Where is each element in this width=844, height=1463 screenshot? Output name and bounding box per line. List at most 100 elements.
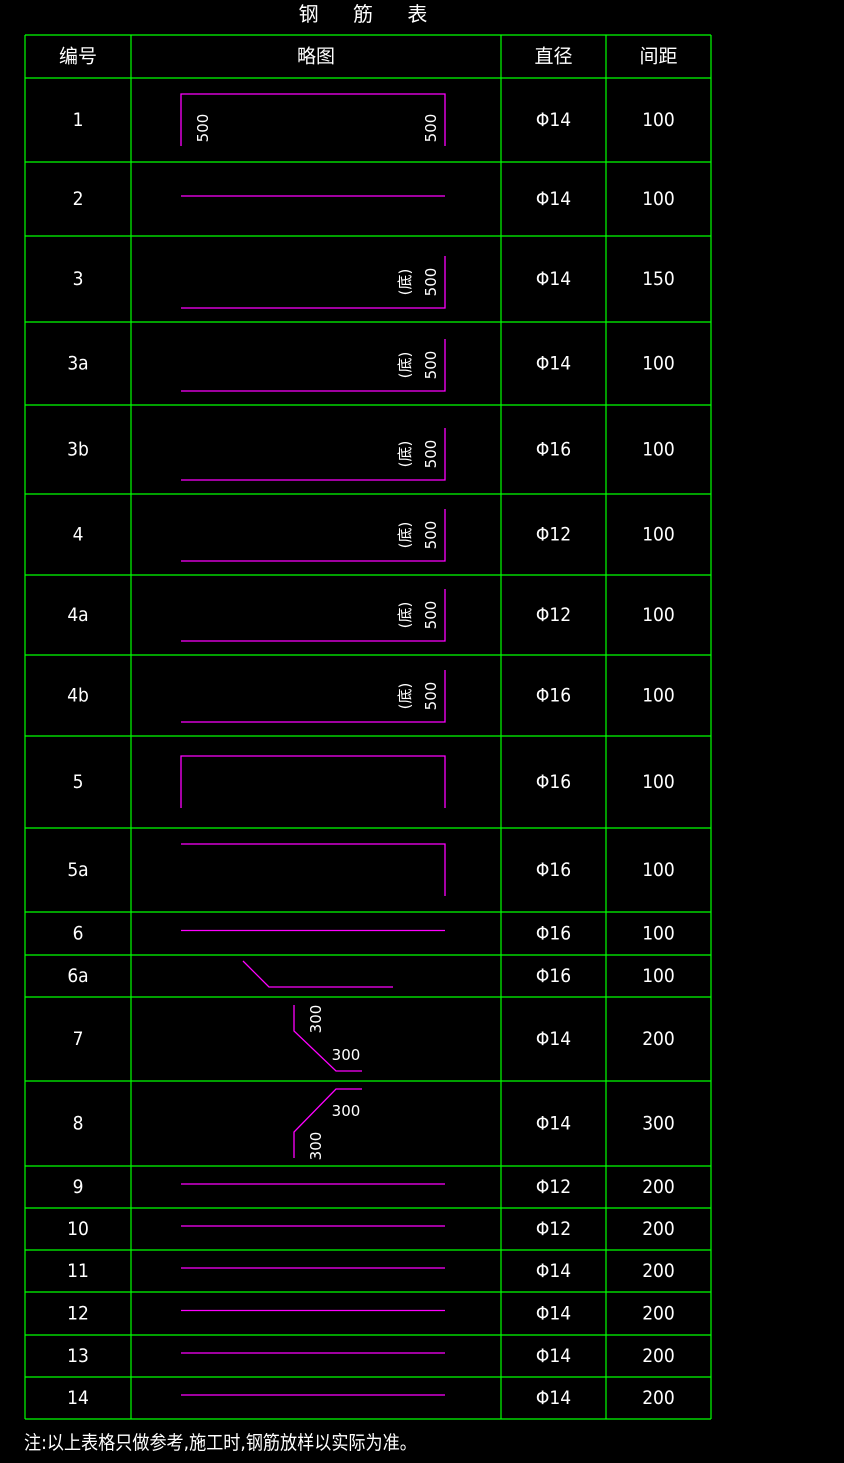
dimension-label: 300 — [332, 1046, 361, 1064]
row-spacing: 100 — [642, 109, 675, 131]
dimension-label: 500 — [422, 351, 440, 380]
row-id: 1 — [73, 109, 84, 131]
row-id: 5a — [67, 859, 88, 881]
row-id: 3 — [73, 268, 84, 290]
row-id: 4a — [67, 604, 88, 626]
row-id: 9 — [73, 1176, 84, 1198]
header-id: 编号 — [59, 46, 97, 68]
row-spacing: 100 — [642, 923, 675, 945]
row-spacing: 100 — [642, 188, 675, 210]
rebar-shape — [181, 339, 446, 392]
row-spacing: 200 — [642, 1345, 675, 1367]
rebar-sketch: (底) 500 — [181, 339, 446, 392]
rebar-shape — [242, 960, 393, 988]
dimension-label: (底) — [396, 269, 414, 296]
row-diameter: Φ12 — [536, 1176, 571, 1198]
row-spacing: 150 — [642, 268, 675, 290]
row-diameter: Φ14 — [536, 188, 571, 210]
dimension-label: (底) — [396, 602, 414, 629]
row-diameter: Φ16 — [536, 965, 571, 987]
row-diameter: Φ16 — [536, 771, 571, 793]
row-diameter: Φ12 — [536, 1218, 571, 1240]
row-diameter: Φ12 — [536, 524, 571, 546]
row-spacing: 100 — [642, 604, 675, 626]
row-id: 8 — [73, 1113, 84, 1135]
dimension-label: 300 — [332, 1102, 361, 1120]
table-row: 3 Φ14 150 (底) 500 — [73, 256, 675, 309]
rebar-shape — [181, 256, 446, 309]
row-spacing: 200 — [642, 1387, 675, 1409]
row-spacing: 200 — [642, 1218, 675, 1240]
dimension-label: 500 — [422, 268, 440, 297]
dimension-label: 500 — [422, 440, 440, 469]
row-id: 14 — [67, 1387, 89, 1409]
rebar-sketch — [180, 755, 446, 808]
dimension-label: (底) — [396, 683, 414, 710]
header-sketch: 略图 — [297, 46, 335, 68]
table-row: 4a Φ12 100 (底) 500 — [67, 589, 675, 642]
row-spacing: 200 — [642, 1176, 675, 1198]
dimension-label: (底) — [396, 352, 414, 379]
table-title: 钢 筋 表 — [298, 2, 442, 26]
row-spacing: 100 — [642, 771, 675, 793]
row-diameter: Φ12 — [536, 604, 571, 626]
row-id: 6 — [73, 923, 84, 945]
row-spacing: 100 — [642, 859, 675, 881]
rebar-shape — [181, 509, 446, 562]
dimension-label: 300 — [307, 1005, 325, 1034]
row-diameter: Φ14 — [536, 1387, 571, 1409]
rebar-sketch — [181, 843, 446, 896]
table-row: 6 Φ16 100 — [73, 923, 675, 945]
row-spacing: 100 — [642, 965, 675, 987]
rebar-sketch: (底) 500 — [181, 670, 446, 723]
rebar-sketch: (底) 500 — [181, 256, 446, 309]
row-diameter: Φ14 — [536, 353, 571, 375]
table-header: 编号 略图 直径 间距 — [59, 46, 678, 68]
dimension-label: (底) — [396, 441, 414, 468]
dimension-label: 500 — [422, 682, 440, 711]
table-grid — [24, 34, 712, 1420]
rebar-sketch — [242, 960, 393, 988]
row-id: 3b — [67, 439, 89, 461]
rebar-shape — [181, 589, 446, 642]
header-diameter: 直径 — [534, 46, 572, 68]
dimension-label: 500 — [422, 114, 440, 143]
row-spacing: 200 — [642, 1028, 675, 1050]
rebar-sketch: (底)500 — [181, 509, 446, 562]
rebar-shape — [181, 428, 446, 481]
row-id: 4b — [67, 685, 89, 707]
rebar-shape — [180, 93, 446, 146]
row-diameter: Φ14 — [536, 1260, 571, 1282]
row-spacing: 100 — [642, 524, 675, 546]
rebar-sketch: (底) 500 — [181, 589, 446, 642]
row-id: 4 — [73, 524, 84, 546]
rebar-shape — [181, 843, 446, 896]
row-diameter: Φ16 — [536, 923, 571, 945]
rebar-shape — [180, 755, 446, 808]
row-spacing: 100 — [642, 353, 675, 375]
row-id: 5 — [73, 771, 84, 793]
table-row: 4 Φ12 100 (底)500 — [73, 509, 675, 562]
row-diameter: Φ14 — [536, 1303, 571, 1325]
dimension-label: 500 — [422, 601, 440, 630]
row-diameter: Φ14 — [536, 1028, 571, 1050]
row-diameter: Φ14 — [536, 268, 571, 290]
row-id: 12 — [67, 1303, 89, 1325]
row-diameter: Φ16 — [536, 685, 571, 707]
row-spacing: 100 — [642, 439, 675, 461]
rebar-shape — [293, 1088, 362, 1158]
